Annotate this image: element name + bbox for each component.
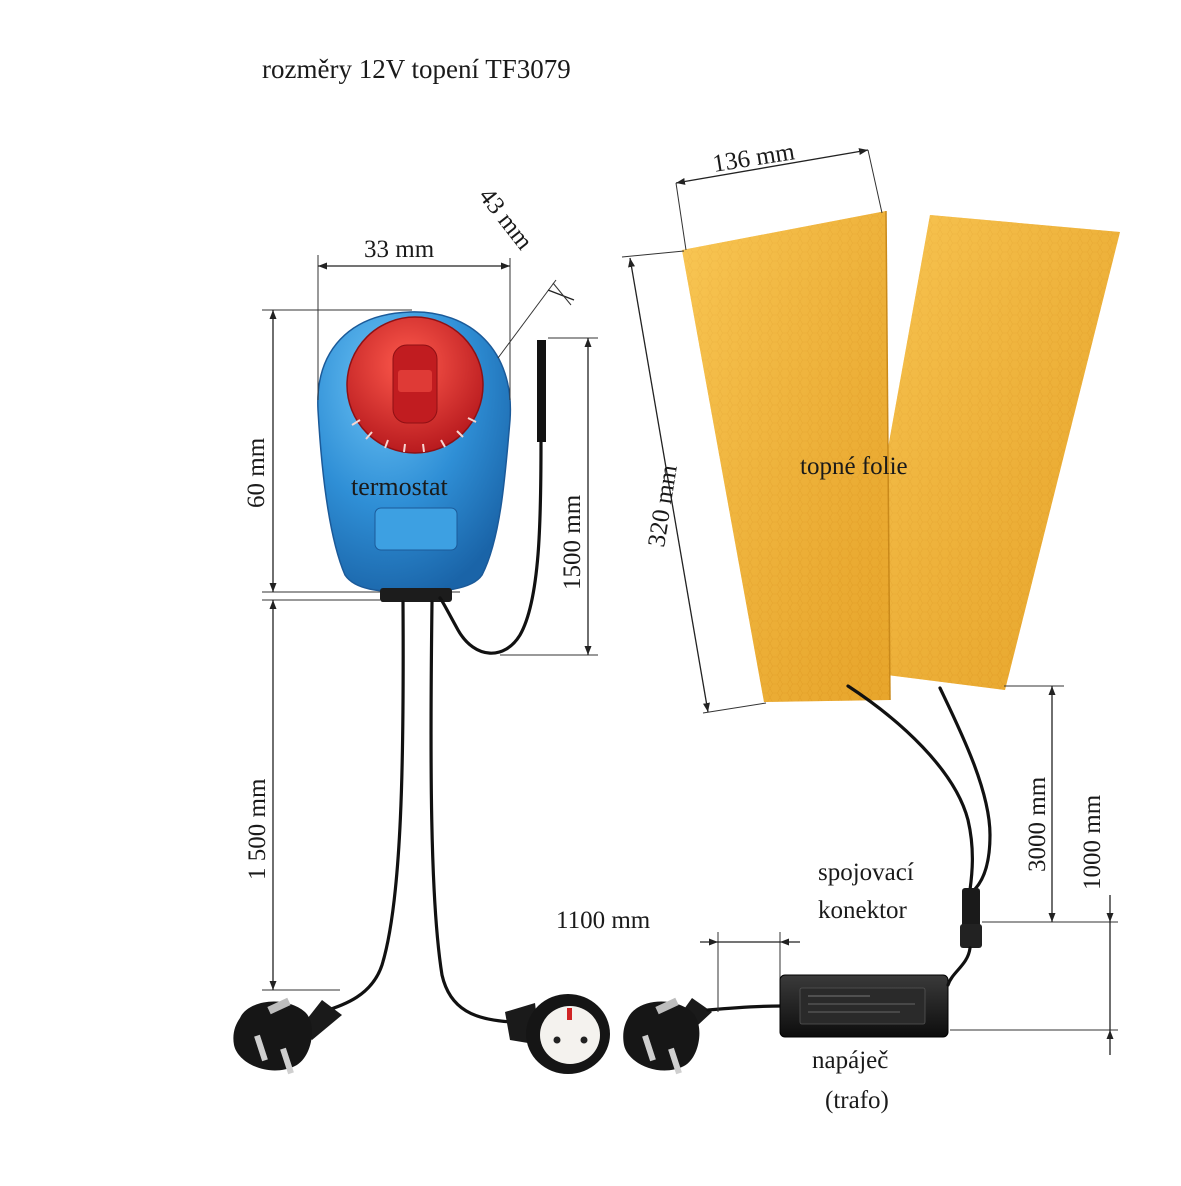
knob-logo — [398, 370, 432, 392]
thermostat-label: termostat — [351, 472, 449, 501]
mains-cable-dimension: 1 500 mm — [244, 599, 380, 991]
foil-cable-dimension: 3000 mm — [982, 685, 1118, 923]
mains-plug-cable — [320, 600, 405, 1014]
adapter-mains-plug — [623, 997, 712, 1075]
power-adapter: napáječ (trafo) — [779, 974, 949, 1114]
mains-cable-label: 1 500 mm — [244, 778, 271, 880]
thermostat-width-label: 33 mm — [364, 236, 435, 263]
temperature-sensor — [438, 340, 546, 655]
connector-cable-dimension: 1000 mm — [950, 794, 1118, 1055]
socket — [505, 994, 610, 1074]
diagram-title: rozměry 12V topení TF3079 — [262, 54, 571, 84]
foil-label: topné folie — [800, 453, 908, 480]
mains-plug-left — [233, 997, 342, 1075]
adapter-cable-label: 1100 mm — [556, 907, 651, 934]
adapter-label-line1: napáječ — [812, 1047, 888, 1074]
thermostat: termostat — [317, 311, 512, 593]
heating-foil-back — [848, 215, 1120, 690]
sensor-cable-label: 1500 mm — [559, 494, 586, 590]
thermostat-depth-dimension: 43 mm — [473, 183, 575, 359]
foil-cable-label: 3000 mm — [1024, 776, 1051, 872]
thermostat-base — [380, 588, 452, 602]
connector: spojovací konektor — [818, 859, 982, 948]
adapter-cable-dimension: 1100 mm — [556, 907, 800, 1012]
adapter-mains-cable — [706, 1004, 784, 1012]
thermostat-depth-label: 43 mm — [473, 183, 538, 255]
foil-cable-back — [938, 686, 992, 894]
connector-label-line2: konektor — [818, 897, 908, 924]
heating-foil-front — [682, 210, 891, 702]
connector-adapter-cable — [946, 946, 972, 987]
thermostat-width-dimension: 33 mm — [317, 236, 511, 400]
connector-label-line1: spojovací — [818, 859, 914, 886]
thermostat-height-label: 60 mm — [243, 437, 270, 508]
foil-width-label: 136 mm — [711, 138, 797, 178]
knob-tick-marks — [351, 417, 477, 453]
sensor-cable-dimension: 1500 mm — [500, 337, 598, 656]
socket-cable — [429, 600, 514, 1024]
thermostat-badge — [374, 507, 458, 551]
foil-cable-front — [846, 684, 974, 892]
adapter-label-line2: (trafo) — [825, 1087, 889, 1114]
foil-length-label: 320 mm — [643, 463, 683, 549]
connector-cable-label: 1000 mm — [1079, 794, 1106, 890]
thermostat-height-dimension: 60 mm — [243, 309, 460, 593]
heating-foils: topné folie — [682, 210, 1120, 702]
